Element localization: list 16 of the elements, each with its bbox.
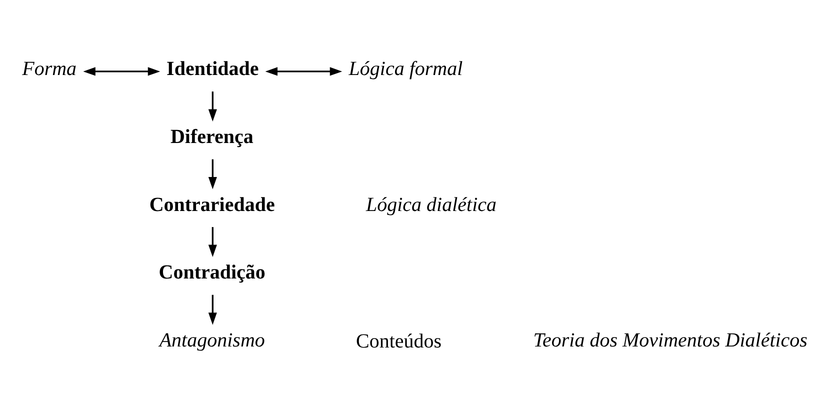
arrow xyxy=(265,66,342,76)
arrow xyxy=(208,226,217,257)
arrow xyxy=(83,66,160,76)
arrow xyxy=(208,294,217,324)
arrow xyxy=(208,91,217,121)
node-text: Diferença xyxy=(170,126,254,148)
arrow xyxy=(208,158,217,189)
label: Teoria dos Movimentos Dialéticos xyxy=(533,328,808,351)
label: Conteúdos xyxy=(356,330,442,352)
node-text: Antagonismo xyxy=(159,328,265,351)
node-text: Contradição xyxy=(158,261,266,284)
node-text: Forma xyxy=(22,58,77,80)
node-text: Lógica formal xyxy=(348,58,463,80)
label: Lógica dialética xyxy=(366,193,497,216)
node-text: Identidade xyxy=(166,58,259,80)
node-text: Contrariedade xyxy=(149,193,275,216)
